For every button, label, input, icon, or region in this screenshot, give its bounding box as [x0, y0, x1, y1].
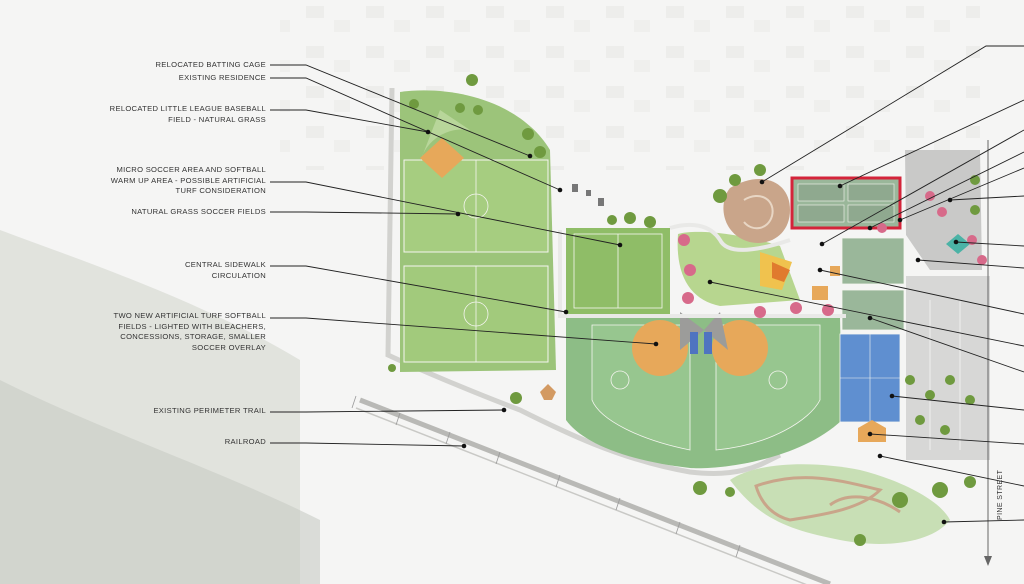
- label-line: TWO NEW ARTIFICIAL TURF SOFTBALL: [113, 311, 266, 320]
- west-fields: [400, 90, 556, 372]
- parking-lots: [905, 150, 990, 460]
- pine-street-line: [984, 140, 992, 566]
- label-little-league-field: RELOCATED LITTLE LEAGUE BASEBALL FIELD -…: [110, 104, 266, 125]
- central-sidewalk: [558, 222, 846, 318]
- softball-complex: [566, 312, 842, 469]
- perimeter-trail: [385, 87, 782, 476]
- label-softball-fields: TWO NEW ARTIFICIAL TURF SOFTBALL FIELDS …: [114, 311, 267, 353]
- label-perimeter-trail: EXISTING PERIMETER TRAIL: [153, 406, 266, 415]
- leader-dots-right: [707, 179, 959, 525]
- label-line: WARM UP AREA - POSSIBLE ARTIFICIAL: [110, 175, 266, 185]
- playground-area: [677, 231, 828, 306]
- garden-paths: [723, 179, 950, 544]
- label-line: CENTRAL SIDEWALK: [184, 260, 266, 269]
- trees: [388, 74, 980, 546]
- label-railroad: RAILROAD: [224, 437, 266, 446]
- label-line: MICRO SOCCER AREA AND SOFTBALL: [116, 165, 266, 174]
- label-line: FIELDS - LIGHTED WITH BLEACHERS,: [118, 321, 266, 331]
- label-line: SOCCER OVERLAY: [191, 342, 266, 352]
- leader-dots-left: [425, 129, 659, 449]
- label-line: RELOCATED LITTLE LEAGUE BASEBALL: [109, 104, 266, 113]
- label-line: CIRCULATION: [211, 270, 266, 280]
- leader-lines-left: [270, 64, 657, 447]
- label-existing-residence: EXISTING RESIDENCE: [178, 73, 266, 82]
- label-soccer-fields: NATURAL GRASS SOCCER FIELDS: [131, 207, 266, 216]
- railroad-ticks: [351, 395, 741, 558]
- label-line: TURF CONSIDERATION: [175, 186, 266, 195]
- courts: [790, 176, 905, 442]
- label-micro-soccer: MICRO SOCCER AREA AND SOFTBALL WARM UP A…: [111, 165, 266, 197]
- label-line: FIELD - NATURAL GRASS: [168, 114, 266, 124]
- label-line: CONCESSIONS, STORAGE, SMALLER: [120, 332, 266, 341]
- label-batting-cage: RELOCATED BATTING CAGE: [155, 60, 266, 69]
- street-label-pine: PINE STREET: [997, 469, 1004, 520]
- small-structures: [540, 184, 840, 400]
- flowering-trees: [678, 191, 987, 318]
- leader-lines-right: [709, 45, 1024, 523]
- practice-field: [566, 228, 670, 314]
- label-central-sidewalk: CENTRAL SIDEWALK CIRCULATION: [185, 260, 266, 281]
